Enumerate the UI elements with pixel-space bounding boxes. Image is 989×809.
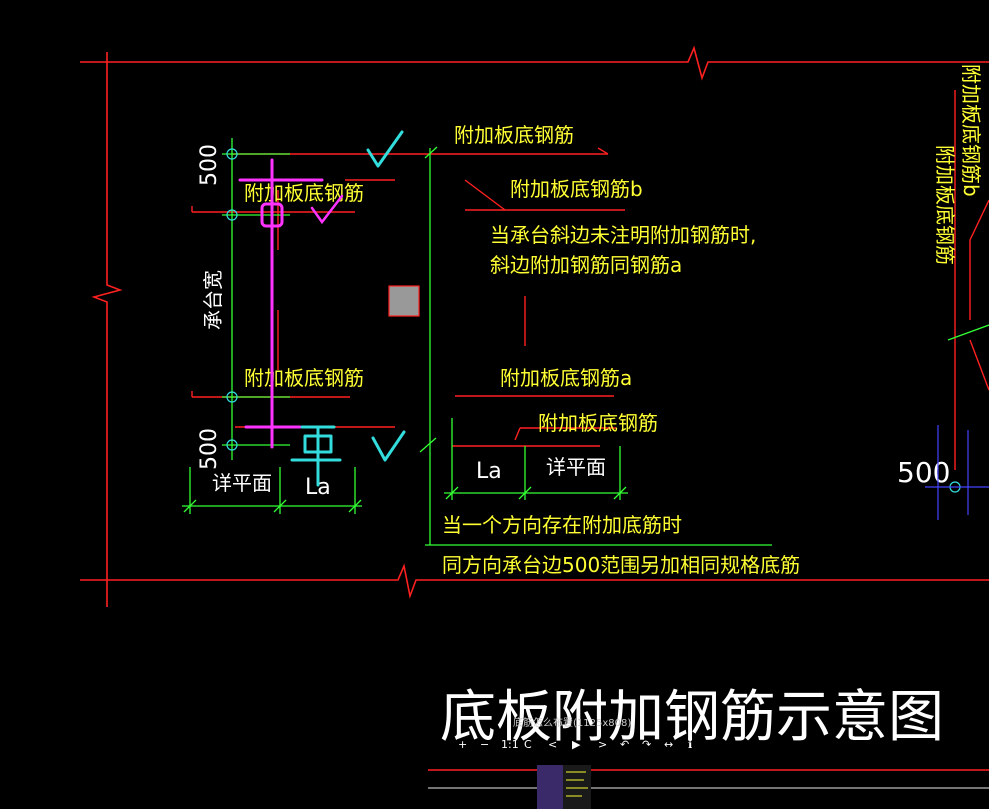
blue-lines bbox=[925, 425, 989, 520]
actual-size-button[interactable]: 1:1 bbox=[501, 738, 519, 751]
magenta-markup bbox=[238, 158, 324, 449]
check-mark-bottom bbox=[371, 430, 406, 462]
rotate-button[interactable]: C bbox=[524, 738, 532, 751]
rotate-right-icon[interactable]: ↷ bbox=[642, 738, 651, 751]
fit-icon[interactable]: ↔ bbox=[664, 738, 673, 751]
viewer-caption: 底筋怎么布置(1125x808) bbox=[513, 716, 631, 729]
check-mark-magenta bbox=[310, 194, 344, 225]
viewer-toolbar: + − 1:1 C < ▶ > ↶ ↷ ↔ ℹ bbox=[458, 738, 692, 751]
note2-line-1: 当一个方向存在附加底筋时 bbox=[442, 513, 682, 537]
label-bar-right-lower: 附加板底钢筋 bbox=[538, 411, 658, 435]
check-mark-top bbox=[366, 130, 404, 168]
label-bar-b: 附加板底钢筋b bbox=[510, 177, 643, 201]
detail-left: 详平面 bbox=[212, 471, 272, 495]
note-line-1: 当承台斜边未注明附加钢筋时, bbox=[490, 223, 756, 247]
dim-500-top: 500 bbox=[197, 144, 222, 186]
label-bar-left-lower: 附加板底钢筋 bbox=[244, 366, 364, 390]
label-bar-a: 附加板底钢筋a bbox=[500, 366, 632, 390]
la-right: La bbox=[476, 459, 502, 484]
thumbnail-selected[interactable] bbox=[537, 765, 563, 809]
white-dimensions: 500 500 承台宽 详平面 La La 详平面 500 bbox=[197, 144, 950, 500]
note-line-2: 斜边附加钢筋同钢筋a bbox=[490, 253, 682, 277]
yellow-annotations: 附加板底钢筋 附加板底钢筋b 当承台斜边未注明附加钢筋时, 斜边附加钢筋同钢筋a… bbox=[244, 123, 800, 577]
cyan-markup bbox=[290, 130, 406, 487]
label-bar-left-upper: 附加板底钢筋 bbox=[244, 181, 364, 205]
prev-button[interactable]: < bbox=[548, 738, 557, 751]
right-dim-500: 500 bbox=[897, 456, 950, 489]
right-vertical-label-2: 附加板底钢筋b bbox=[959, 64, 983, 197]
zoom-out-button[interactable]: − bbox=[480, 738, 489, 751]
drawing-title: 底板附加钢筋示意图 bbox=[440, 685, 944, 750]
bottom-lines bbox=[428, 769, 989, 789]
note2-line-2: 同方向承台边500范围另加相同规格底筋 bbox=[442, 553, 800, 577]
detail-right: 详平面 bbox=[546, 455, 606, 479]
zoom-in-button[interactable]: + bbox=[458, 738, 467, 751]
green-dimensions bbox=[182, 138, 989, 546]
dim-cap-width: 承台宽 bbox=[201, 270, 225, 330]
right-vertical-label-1: 附加板底钢筋 bbox=[933, 145, 957, 265]
right-vertical-labels: 附加板底钢筋 附加板底钢筋b bbox=[933, 64, 983, 265]
next-button[interactable]: > bbox=[598, 738, 607, 751]
column-marker bbox=[388, 285, 420, 317]
dim-500-bottom: 500 bbox=[197, 428, 222, 470]
rotate-left-icon[interactable]: ↶ bbox=[620, 738, 629, 751]
info-icon[interactable]: ℹ bbox=[688, 738, 692, 751]
label-bar-top-right: 附加板底钢筋 bbox=[454, 123, 574, 147]
thumbnail-strip[interactable] bbox=[537, 765, 591, 809]
red-border bbox=[80, 45, 989, 607]
play-button[interactable]: ▶ bbox=[572, 738, 581, 751]
